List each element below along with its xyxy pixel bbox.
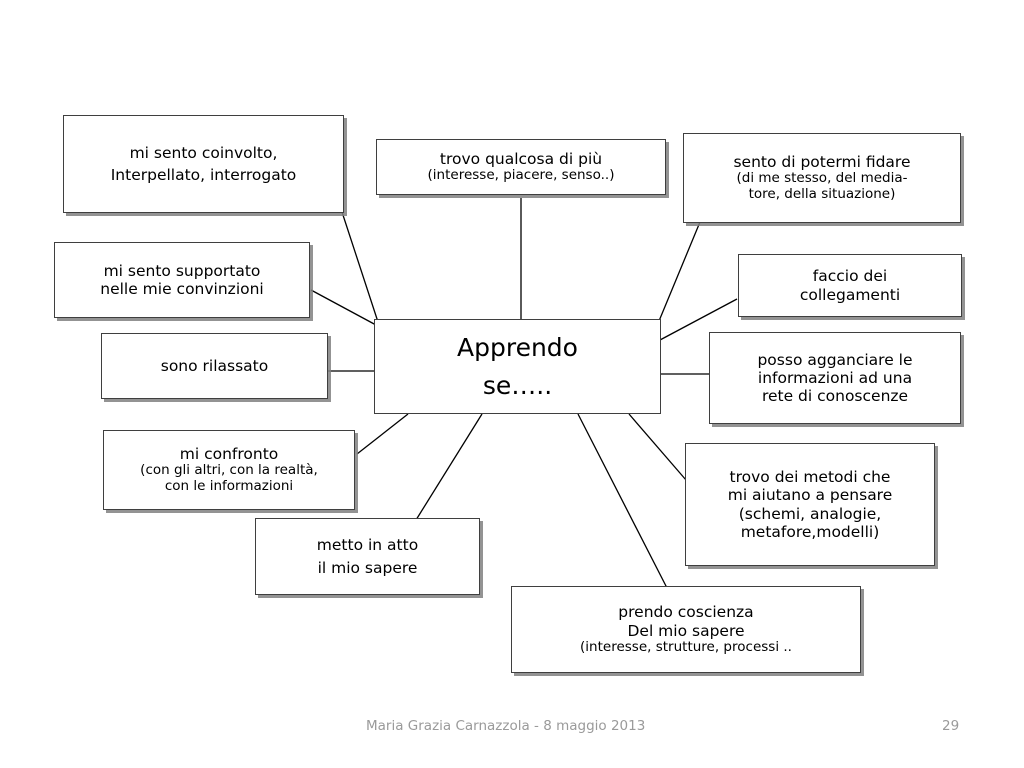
node-confronto-line2: (con gli altri, con la realtà, [140, 462, 318, 479]
node-trovo-qualcosa-line1: trovo qualcosa di più [439, 149, 603, 168]
footer-page-number: 29 [942, 718, 960, 734]
node-potermi-fidare-line3: tore, della situazione) [748, 186, 896, 203]
connector-trovo-metodi [628, 413, 687, 481]
node-metto-in-atto[interactable]: metto in atto il mio sapere [255, 518, 480, 595]
node-collegamenti-line1: faccio dei [812, 267, 888, 286]
node-trovo-qualcosa-line2: (interesse, piacere, senso..) [427, 167, 615, 184]
node-prendo-coscienza-line3: (interesse, strutture, processi .. [580, 638, 792, 655]
node-mi-sento-supportato[interactable]: mi sento supportato nelle mie convinzion… [54, 242, 310, 318]
connector-prendo-coscienza [577, 413, 668, 589]
connector-confronto [356, 413, 409, 455]
connector-supportato [310, 289, 377, 326]
node-potermi-fidare-line2: (di me stesso, del media- [736, 170, 908, 187]
node-mi-confronto[interactable]: mi confronto (con gli altri, con la real… [103, 430, 355, 510]
node-center-apprendo-se[interactable]: Apprendo se….. [374, 319, 661, 414]
node-posso-agganciare-informazioni[interactable]: posso agganciare le informazioni ad una … [709, 332, 961, 424]
node-center-line2: se….. [482, 370, 553, 400]
node-supportato-line1: mi sento supportato [103, 261, 261, 280]
connector-potermi-fidare [658, 221, 701, 322]
node-agganciare-line1: posso agganciare le [757, 350, 913, 369]
node-agganciare-line3: rete di conoscenze [761, 387, 909, 406]
connector-coinvolto [341, 211, 379, 323]
node-prendo-coscienza-line1: prendo coscienza [618, 603, 754, 622]
node-prendo-coscienza[interactable]: prendo coscienza Del mio sapere (interes… [511, 586, 861, 673]
node-supportato-line2: nelle mie convinzioni [100, 280, 264, 298]
node-trovo-qualcosa-di-piu[interactable]: trovo qualcosa di più (interesse, piacer… [376, 139, 666, 195]
connector-metto-in-atto [410, 413, 483, 529]
slide-footer: Maria Grazia Carnazzola - 8 maggio 2013 … [0, 718, 1024, 742]
node-trovo-metodi-line3: (schemi, analogie, [738, 504, 882, 523]
node-mi-sento-coinvolto-line2: Interpellato, interrogato [110, 166, 297, 184]
node-trovo-dei-metodi[interactable]: trovo dei metodi che mi aiutano a pensar… [685, 443, 935, 566]
node-trovo-metodi-line1: trovo dei metodi che [729, 467, 891, 486]
node-metto-in-atto-line1: metto in atto [316, 536, 419, 555]
node-mi-sento-coinvolto[interactable]: mi sento coinvolto, Interpellato, interr… [63, 115, 344, 213]
node-confronto-line1: mi confronto [179, 444, 279, 463]
node-rilassato-line1: sono rilassato [160, 356, 269, 375]
node-center-line1: Apprendo [457, 333, 578, 362]
node-confronto-line3: con le informazioni [164, 478, 294, 495]
footer-author-date: Maria Grazia Carnazzola - 8 maggio 2013 [366, 718, 646, 734]
node-potermi-fidare-line1: sento di potermi fidare [733, 152, 911, 171]
node-trovo-metodi-line4: metafore,modelli) [740, 522, 880, 541]
node-trovo-metodi-line2: mi aiutano a pensare [727, 486, 893, 505]
node-sono-rilassato[interactable]: sono rilassato [101, 333, 328, 399]
node-prendo-coscienza-line2: Del mio sapere [627, 621, 745, 640]
node-metto-in-atto-line2: il mio sapere [317, 558, 418, 577]
node-sento-di-potermi-fidare[interactable]: sento di potermi fidare (di me stesso, d… [683, 133, 961, 223]
node-agganciare-line2: informazioni ad una [757, 368, 913, 387]
node-mi-sento-coinvolto-line1: mi sento coinvolto, [129, 143, 278, 162]
node-collegamenti-line2: collegamenti [799, 285, 901, 304]
node-faccio-dei-collegamenti[interactable]: faccio dei collegamenti [738, 254, 962, 317]
